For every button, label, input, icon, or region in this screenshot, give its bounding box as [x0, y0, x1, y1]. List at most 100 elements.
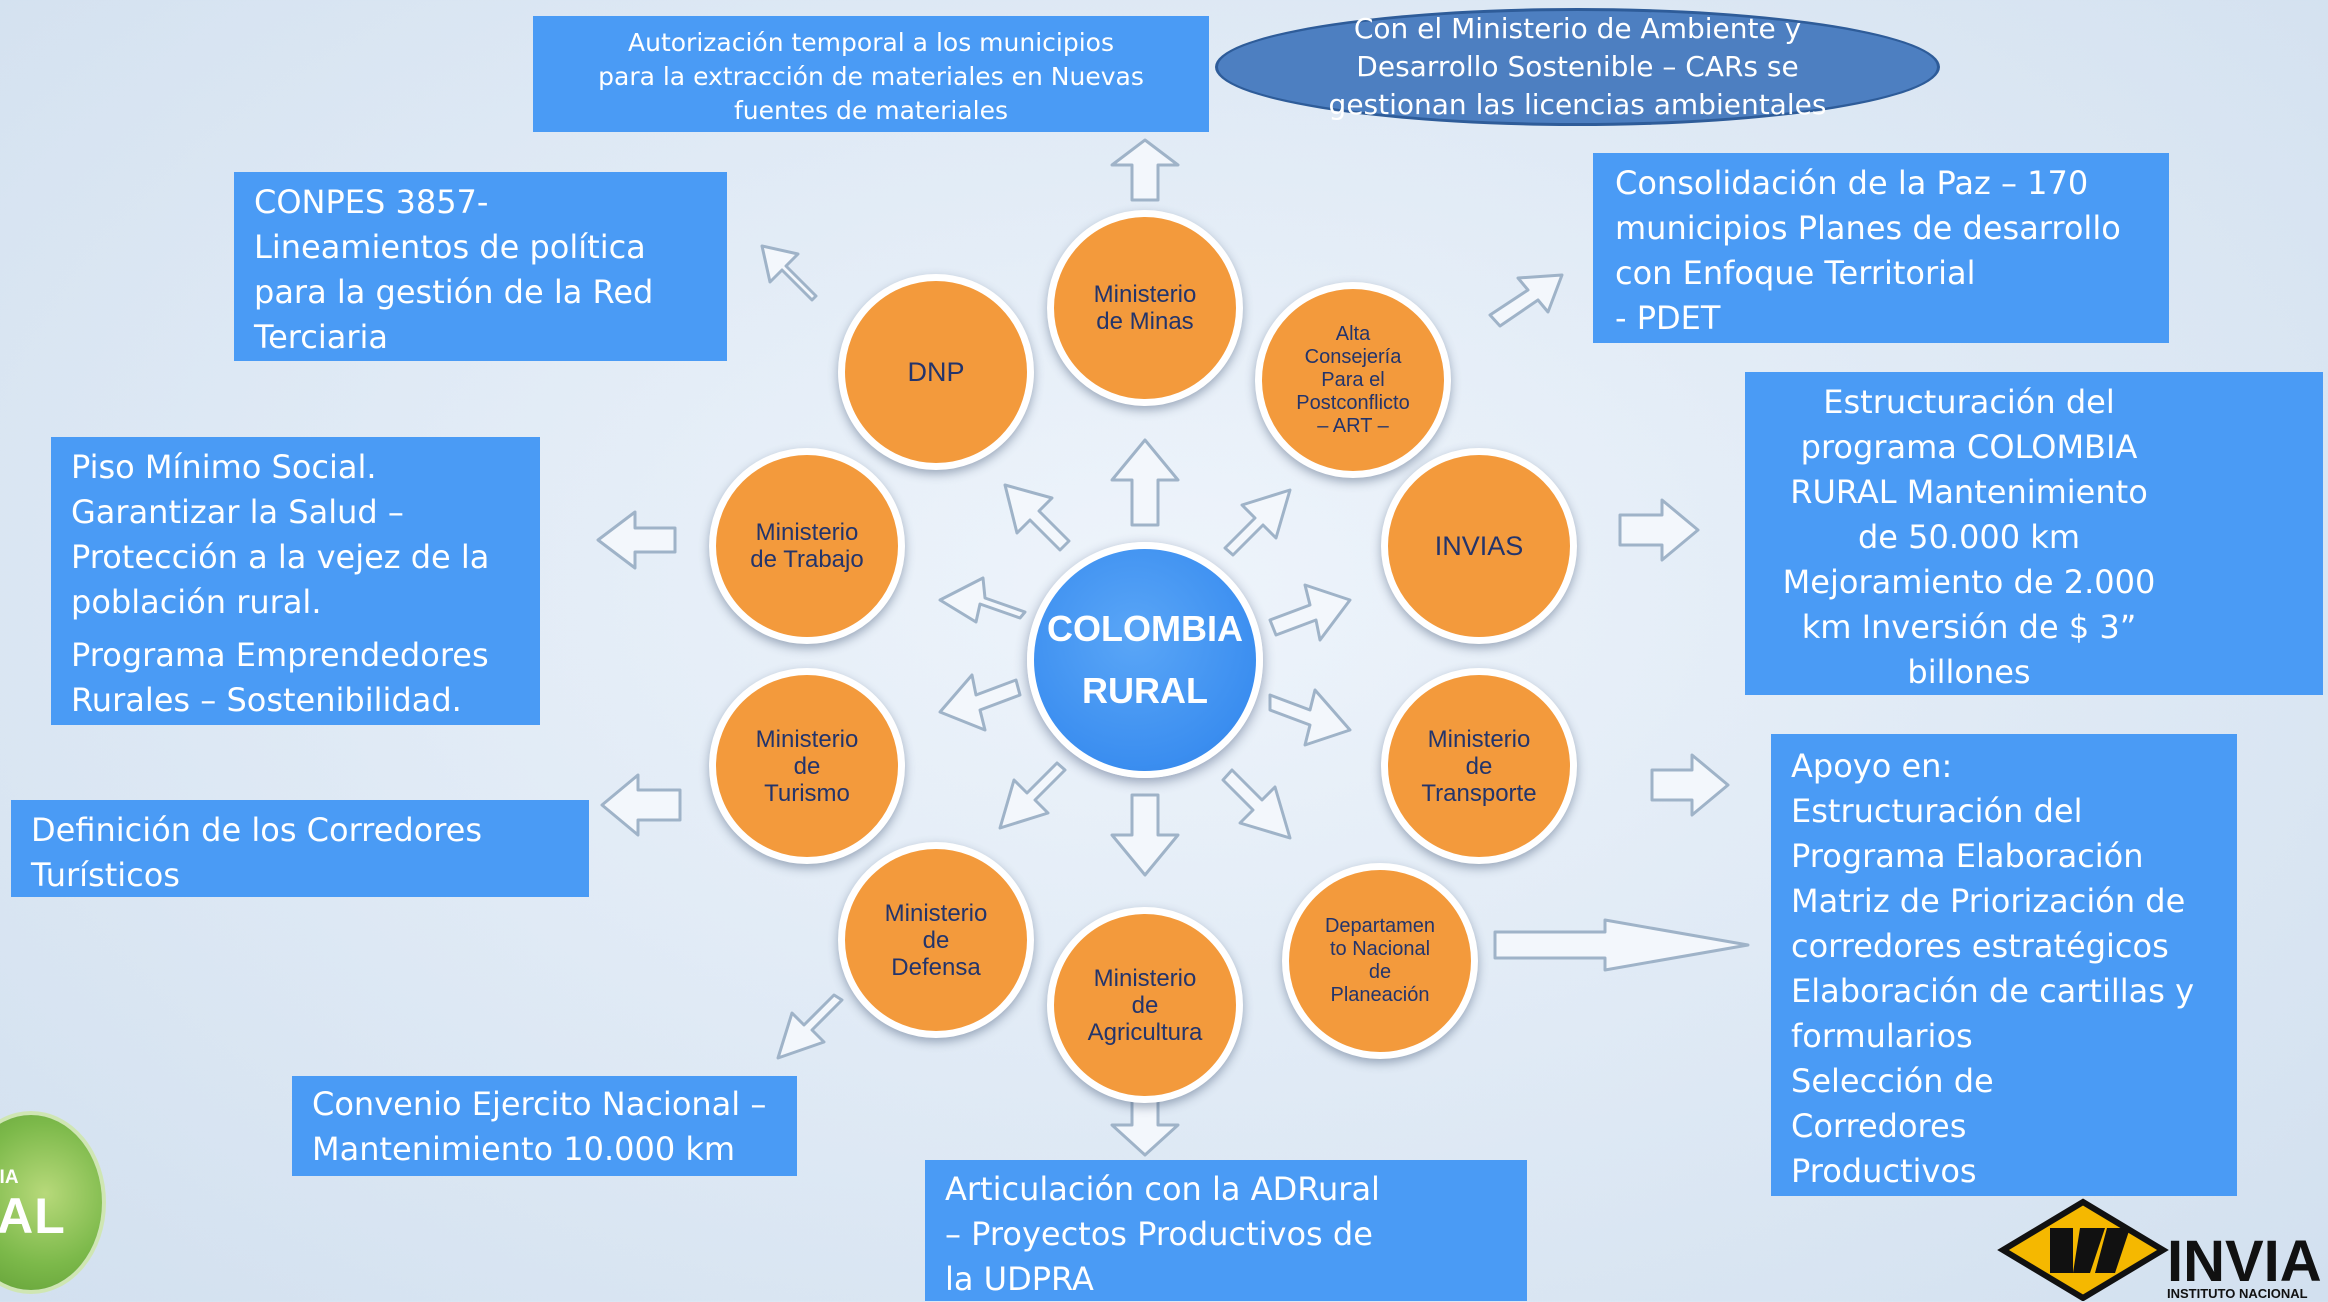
box-line: Programa Elaboración — [1791, 837, 2144, 875]
box-line: Lineamientos de política — [254, 228, 646, 266]
box-transporte: Apoyo en: Estructuración del Programa El… — [1771, 734, 2237, 1196]
box-line: Articulación con la ADRural — [945, 1170, 1380, 1208]
node-label: de — [1368, 961, 1392, 983]
box-line: Estructuración del — [1823, 383, 2115, 421]
arrow-to-agricultura-box — [1110, 1096, 1180, 1157]
box-line: billones — [1907, 653, 2031, 691]
node-label: Turismo — [764, 779, 850, 807]
node-label: de — [793, 752, 821, 780]
ellipse-line: gestionan las licencias ambientales — [1328, 88, 1827, 121]
node-dnp: DNP — [838, 274, 1034, 470]
arrow-to-trabajo-box — [596, 510, 677, 570]
box-line: para la extracción de materiales en Nuev… — [598, 62, 1144, 91]
node-label: Consejería — [1304, 345, 1402, 368]
box-agricultura: Articulación con la ADRural – Proyectos … — [925, 1160, 1527, 1301]
box-line: – Proyectos Productivos de — [945, 1215, 1373, 1253]
arrow-to-defensa-box — [776, 993, 844, 1060]
arrow-down-left — [998, 761, 1067, 830]
box-line: Productivos — [1791, 1152, 1977, 1190]
node-label: Ministerio — [755, 519, 859, 546]
box-line: Elaboración de cartillas y — [1791, 972, 2195, 1010]
box-art: Consolidación de la Paz – 170 municipios… — [1593, 153, 2169, 343]
node-invias: INVIAS — [1381, 448, 1577, 644]
invias-emblem-icon — [1997, 1198, 2169, 1301]
box-line: de 50.000 km — [1857, 518, 2080, 556]
box-invias: Estructuración del programa COLOMBIA RUR… — [1745, 372, 2323, 695]
box-line: Protección a la vejez de la — [71, 538, 490, 576]
box-line: Turísticos — [31, 856, 180, 894]
node-label: Postconflicto — [1296, 391, 1410, 414]
box-minas: Autorización temporal a los municipios p… — [533, 16, 1209, 132]
logo-small-text: MBIA — [0, 1167, 19, 1188]
box-line: CONPES 3857- — [254, 183, 489, 221]
node-label: de — [1131, 991, 1159, 1019]
ellipse-line: Desarrollo Sostenible – CARs se — [1356, 50, 1799, 83]
box-line: para la gestión de la Red — [254, 273, 654, 311]
box-line: Piso Mínimo Social. — [71, 448, 377, 486]
node-label: to Nacional — [1329, 938, 1431, 960]
node-label: Alta — [1335, 322, 1371, 345]
arrow-up-right — [1223, 488, 1292, 557]
arrow-to-turismo-box — [600, 773, 682, 837]
box-line: Rurales – Sostenibilidad. — [71, 681, 462, 719]
arrow-to-minas-box — [1110, 138, 1180, 202]
invias-subtitle: INSTITUTO NACIONAL — [2167, 1286, 2308, 1301]
ellipse-ambiente: Con el Ministerio de Ambiente y Desarrol… — [1215, 8, 1940, 126]
invias-logo: INVIA INSTITUTO NACIONAL — [1995, 1198, 2328, 1301]
arrow-to-art-box — [1488, 273, 1564, 328]
box-line: Autorización temporal a los municipios — [628, 28, 1114, 57]
box-line: Mejoramiento de 2.000 — [1782, 563, 2156, 601]
node-label: DNP — [907, 356, 965, 387]
arrow-to-dnp-box — [760, 244, 818, 302]
node-label: Para el — [1321, 368, 1385, 391]
arrow-to-transporte-box — [1650, 753, 1730, 817]
box-line: municipios Planes de desarrollo — [1615, 209, 2121, 247]
box-line: - PDET — [1615, 299, 1721, 337]
box-line: Corredores — [1791, 1107, 1967, 1145]
center-line-1: COLOMBIA — [1047, 608, 1243, 649]
box-line: Convenio Ejercito Nacional – — [312, 1085, 767, 1123]
center-line-2: RURAL — [1082, 670, 1208, 711]
box-line: la UDPRA — [945, 1260, 1094, 1298]
invias-word: INVIA — [2167, 1229, 2322, 1294]
box-trabajo: Piso Mínimo Social. Garantizar la Salud … — [51, 437, 540, 725]
box-defensa: Convenio Ejercito Nacional – Mantenimien… — [292, 1076, 797, 1176]
logo-big-text: RAL — [0, 1188, 66, 1244]
node-label: – ART – — [1317, 414, 1389, 437]
ellipse-line: Con el Ministerio de Ambiente y — [1353, 12, 1802, 45]
node-label: Transporte — [1421, 779, 1537, 807]
node-label: de Trabajo — [750, 546, 864, 573]
box-line: Selección de — [1791, 1062, 1994, 1100]
box-line: RURAL Mantenimiento — [1790, 473, 2148, 511]
box-line: con Enfoque Territorial — [1615, 254, 1976, 292]
box-line: población rural. — [71, 583, 322, 621]
node-label: Ministerio — [1427, 725, 1531, 753]
node-label: de Minas — [1096, 308, 1194, 335]
box-line: Matriz de Priorización de — [1791, 882, 2186, 920]
arrow-right-lower — [1268, 688, 1352, 747]
node-label: Ministerio — [1093, 964, 1197, 992]
node-label: Defensa — [891, 953, 981, 981]
box-line: Estructuración del — [1791, 792, 2083, 830]
arrow-left-upper — [938, 576, 1027, 624]
arrow-right-upper — [1268, 583, 1352, 642]
arrow-up — [1110, 438, 1180, 527]
box-line: km Inversión de $ 3” — [1801, 608, 2137, 646]
node-label: INVIAS — [1434, 530, 1524, 561]
box-line: programa COLOMBIA — [1800, 428, 2138, 466]
node-label: Ministerio — [884, 899, 988, 927]
box-line: Consolidación de la Paz – 170 — [1615, 164, 2089, 202]
box-line: Definición de los Corredores — [31, 811, 483, 849]
arrow-left-lower — [938, 673, 1022, 732]
box-line: Apoyo en: — [1791, 747, 1953, 785]
box-line: Garantizar la Salud – — [71, 493, 404, 531]
